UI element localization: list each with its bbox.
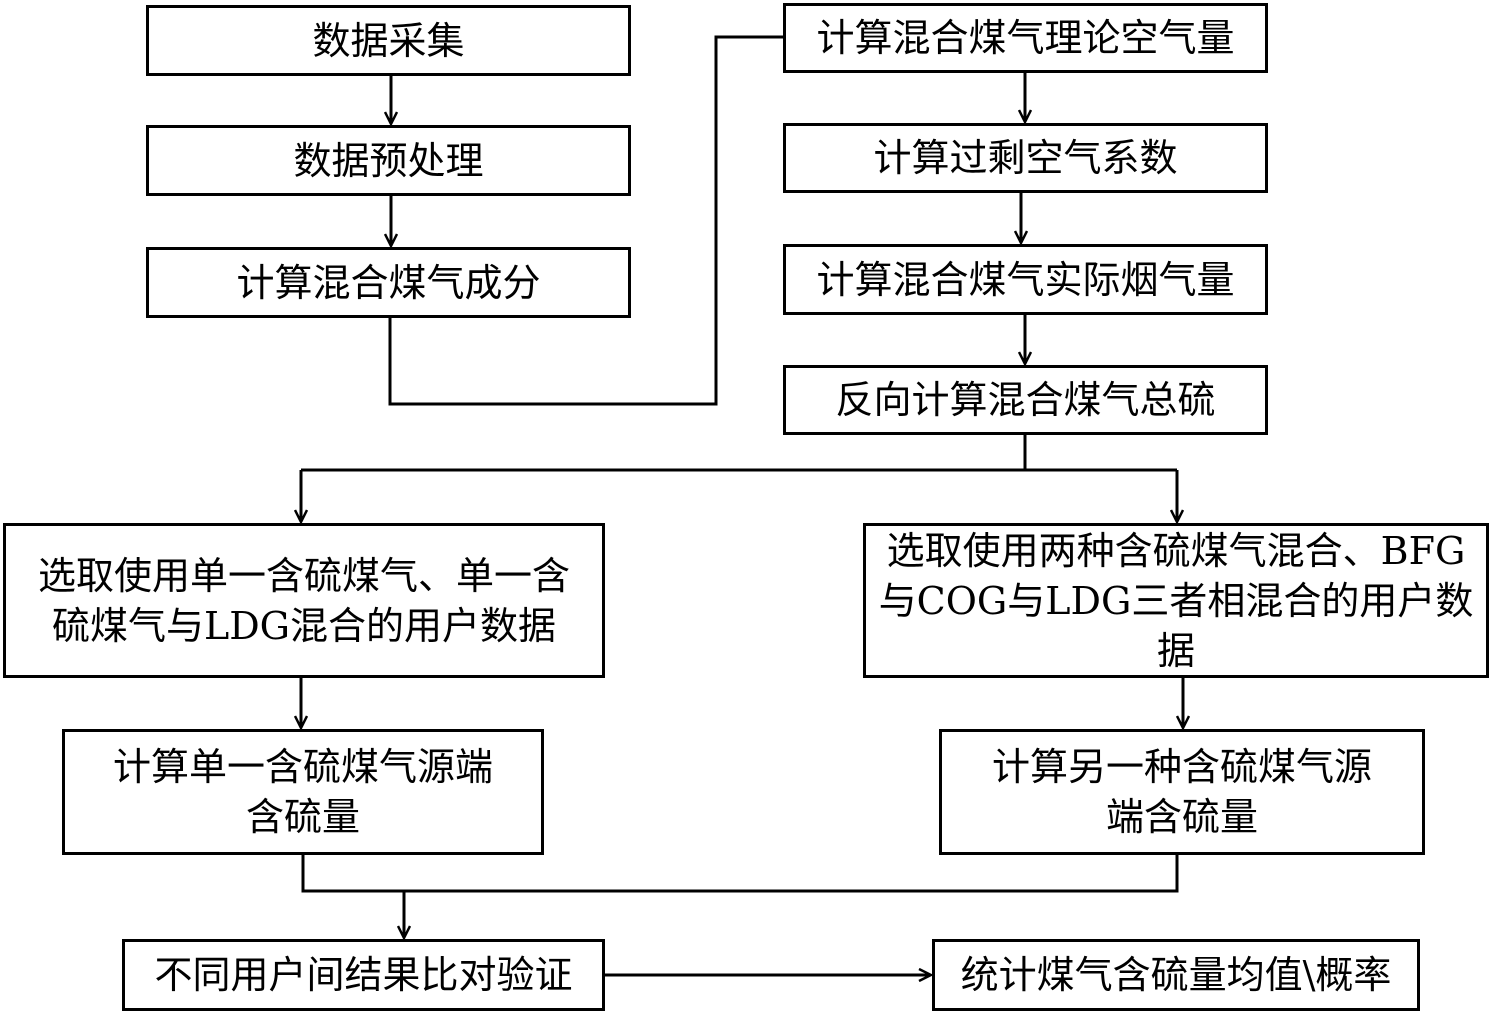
node-label: 计算混合煤气理论空气量 xyxy=(816,16,1235,60)
node-label-line: 选取使用单一含硫煤气、单一含 xyxy=(37,553,570,598)
node-select-dual-user-data: 选取使用两种含硫煤气混合、BFG 与COG与LDG三者相混合的用户数据 xyxy=(863,523,1489,678)
connector-sources-merge xyxy=(301,855,1179,893)
node-label-line: 计算单一含硫煤气源端 xyxy=(112,745,493,789)
node-label: 计算混合煤气实际烟气量 xyxy=(816,257,1235,302)
node-label-group: 选取使用两种含硫煤气混合、BFG 与COG与LDG三者相混合的用户数据 xyxy=(872,526,1480,676)
node-label: 反向计算混合煤气总硫 xyxy=(835,378,1216,422)
node-label: 计算过剩空气系数 xyxy=(873,136,1178,180)
node-label: 统计煤气含硫量均值\概率 xyxy=(960,953,1392,997)
node-label-line: 端含硫量 xyxy=(1105,795,1258,839)
node-label-line: 含硫量 xyxy=(245,795,360,839)
node-label-line: 与COG与LDG三者相混合的用户数据 xyxy=(878,578,1474,673)
node-label-line: 硫煤气与LDG混合的用户数据 xyxy=(51,603,557,648)
node-calc-excess-air-coefficient: 计算过剩空气系数 xyxy=(783,123,1268,193)
node-calc-single-source-sulfur: 计算单一含硫煤气源端 含硫量 xyxy=(62,729,544,855)
node-cross-user-validation: 不同用户间结果比对验证 xyxy=(122,939,605,1011)
node-label: 计算混合煤气成分 xyxy=(236,260,541,305)
node-label-group: 计算另一种含硫煤气源 端含硫量 xyxy=(992,742,1372,842)
node-data-collection: 数据采集 xyxy=(146,5,631,76)
node-calc-theoretical-air: 计算混合煤气理论空气量 xyxy=(783,3,1268,73)
node-data-preprocessing: 数据预处理 xyxy=(146,125,631,196)
node-calc-mixed-gas-composition: 计算混合煤气成分 xyxy=(146,247,631,318)
node-sulfur-mean-probability: 统计煤气含硫量均值\概率 xyxy=(932,939,1420,1011)
node-label-line: 计算另一种含硫煤气源 xyxy=(991,745,1372,789)
node-label-group: 计算单一含硫煤气源端 含硫量 xyxy=(113,742,493,842)
node-calc-other-source-sulfur: 计算另一种含硫煤气源 端含硫量 xyxy=(939,729,1425,855)
node-select-single-user-data: 选取使用单一含硫煤气、单一含 硫煤气与LDG混合的用户数据 xyxy=(3,523,605,678)
node-label: 不同用户间结果比对验证 xyxy=(154,953,573,997)
node-label: 数据预处理 xyxy=(293,138,484,183)
node-calc-actual-flue-gas: 计算混合煤气实际烟气量 xyxy=(783,244,1268,315)
node-label-line: 选取使用两种含硫煤气混合、BFG xyxy=(886,528,1466,573)
node-reverse-calc-total-sulfur: 反向计算混合煤气总硫 xyxy=(783,365,1268,435)
node-label-group: 选取使用单一含硫煤气、单一含 硫煤气与LDG混合的用户数据 xyxy=(38,551,570,651)
connector-composition-to-theoretical-air xyxy=(388,35,783,406)
node-label: 数据采集 xyxy=(312,18,465,63)
